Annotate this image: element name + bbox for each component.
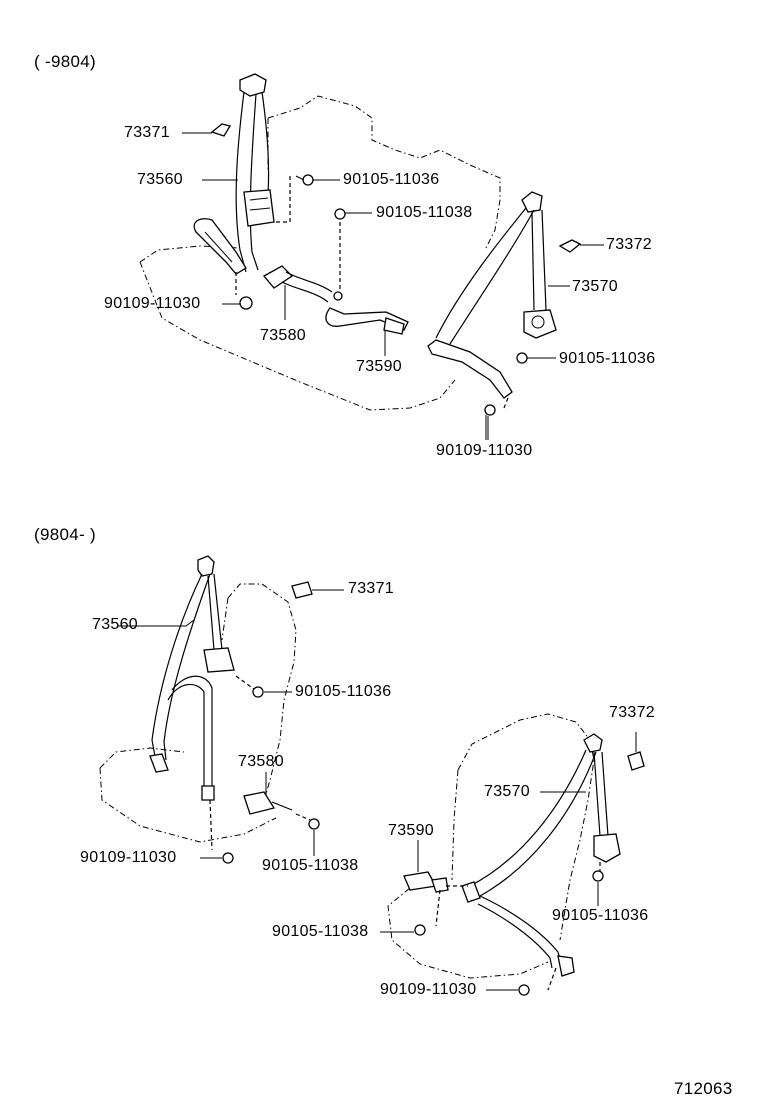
upper-center-buckles: [262, 208, 409, 356]
part-73371-upper: 73371: [124, 124, 170, 141]
part-73590-lower: 73590: [388, 822, 434, 839]
part-73590-upper: 73590: [356, 358, 402, 375]
part-90109-11030-lower-a: 90109-11030: [80, 849, 177, 866]
part-90105-11038-lower-a: 90105-11038: [262, 857, 359, 874]
part-73570-lower: 73570: [484, 783, 530, 800]
part-90105-11036-lower-a: 90105-11036: [295, 683, 392, 700]
part-90105-11038-upper: 90105-11038: [376, 204, 473, 221]
part-73560-lower: 73560: [92, 616, 138, 633]
upper-range-label: ( -9804): [34, 52, 96, 71]
lower-left-seat: [99, 583, 297, 843]
part-90105-11036-upper-a: 90105-11036: [343, 171, 440, 188]
part-73372-upper: 73372: [606, 236, 652, 253]
lower-left-seatbelt: [118, 555, 344, 864]
part-90109-11030-upper-b: 90109-11030: [436, 442, 533, 459]
figure-number: 712063: [674, 1079, 733, 1098]
part-90109-11030-lower-b: 90109-11030: [380, 981, 477, 998]
lower-range-label: (9804- ): [34, 525, 96, 544]
part-73580-lower: 73580: [238, 753, 284, 770]
part-73371-lower: 73371: [348, 580, 394, 597]
part-90105-11036-upper-b: 90105-11036: [559, 350, 656, 367]
part-90109-11030-upper-a: 90109-11030: [104, 295, 201, 312]
part-73570-upper: 73570: [572, 278, 618, 295]
part-73580-upper: 73580: [260, 327, 306, 344]
part-90105-11038-lower-b: 90105-11038: [272, 923, 369, 940]
upper-right-seatbelt: [427, 191, 604, 440]
upper-bench-seat: [139, 95, 501, 411]
lower-right-seatbelt: [380, 732, 645, 996]
lower-right-seat: [387, 713, 595, 979]
upper-left-seatbelt: [182, 73, 340, 310]
part-73560-upper: 73560: [137, 171, 183, 188]
part-90105-11036-lower-b: 90105-11036: [552, 907, 649, 924]
part-73372-lower: 73372: [609, 704, 655, 721]
